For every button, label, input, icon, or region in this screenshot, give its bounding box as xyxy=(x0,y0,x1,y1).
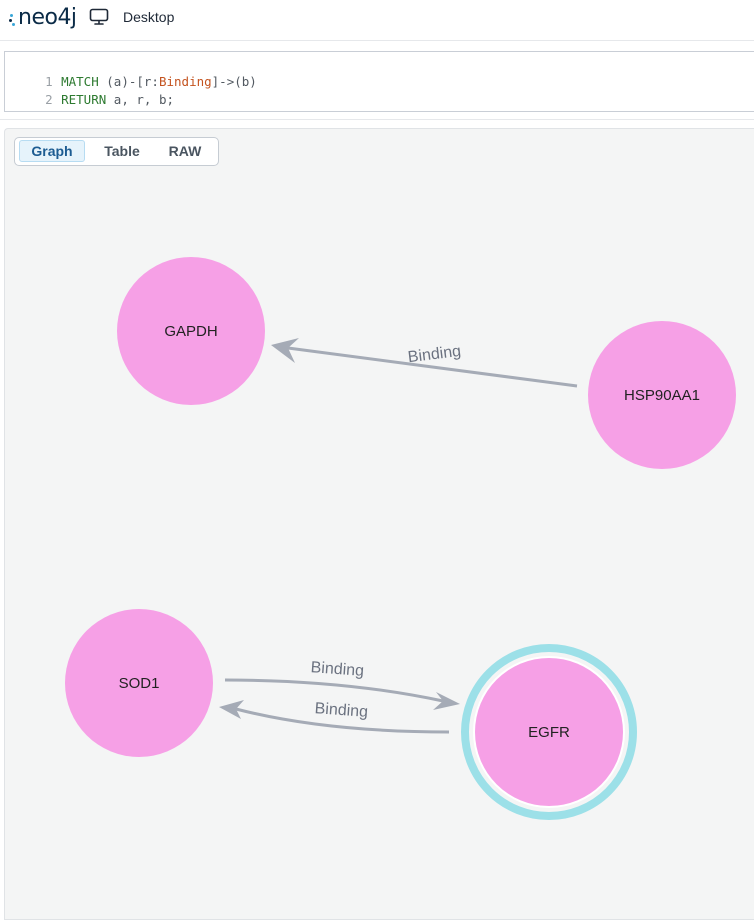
code-token: a, r, b; xyxy=(106,92,174,107)
code-token: RETURN xyxy=(61,92,107,107)
node-circle[interactable] xyxy=(475,658,623,806)
node-label: EGFR xyxy=(528,724,570,741)
line-number: 1 xyxy=(45,74,53,89)
node-label: HSP90AA1 xyxy=(624,387,700,404)
logo-dots-icon xyxy=(9,8,18,28)
relationship-line[interactable] xyxy=(287,346,578,388)
relationship-label: Binding xyxy=(310,659,364,680)
cypher-editor[interactable]: 1 MATCH (a)-[r:Binding]->(b) 2 RETURN a, r… xyxy=(4,51,754,112)
tab-graph[interactable]: Graph xyxy=(19,140,85,162)
node-circle[interactable] xyxy=(117,257,265,405)
relationship-line[interactable] xyxy=(235,707,450,734)
desktop-label[interactable]: Desktop xyxy=(123,9,175,25)
arrowhead-icon xyxy=(433,692,460,710)
desktop-icon[interactable] xyxy=(89,8,109,26)
node-selection-ring xyxy=(461,644,637,820)
node-egfr[interactable]: EGFR xyxy=(461,644,637,820)
neo4j-logo[interactable]: neo4j xyxy=(9,3,77,33)
graph-canvas[interactable]: BindingBindingBindingGAPDHHSP90AA1SOD1EG… xyxy=(5,129,754,919)
node-label: SOD1 xyxy=(119,675,160,692)
code-line: 2 RETURN a, r, b; xyxy=(15,73,174,107)
divider xyxy=(0,119,754,120)
relationship-egfr-sod1[interactable]: Binding xyxy=(219,700,450,734)
top-bar: neo4j Desktop xyxy=(0,0,754,41)
node-circle[interactable] xyxy=(588,321,736,469)
node-gapdh[interactable]: GAPDH xyxy=(117,257,265,405)
node-hsp90aa1[interactable]: HSP90AA1 xyxy=(588,321,736,469)
code-token: ]->(b) xyxy=(211,74,257,89)
relationship-line[interactable] xyxy=(224,678,444,703)
view-tabs: Graph Table RAW xyxy=(14,137,219,166)
node-sod1[interactable]: SOD1 xyxy=(65,609,213,757)
code-token: (a)-[r: xyxy=(98,74,159,89)
relationship-label: Binding xyxy=(407,343,462,366)
code-line: 1 MATCH (a)-[r:Binding]->(b) xyxy=(15,55,257,89)
relationship-label: Binding xyxy=(314,700,368,721)
relationship-sod1-egfr[interactable]: Binding xyxy=(224,659,460,710)
code-token: Binding xyxy=(158,74,212,89)
arrowhead-icon xyxy=(271,338,299,363)
node-label: GAPDH xyxy=(164,323,217,340)
relationship-hsp90aa1-gapdh[interactable]: Binding xyxy=(271,338,578,388)
tab-table[interactable]: Table xyxy=(104,143,140,159)
brand-name: neo4j xyxy=(18,5,77,30)
arrowhead-icon xyxy=(219,700,244,719)
line-number: 2 xyxy=(45,92,53,107)
code-token: MATCH xyxy=(61,74,99,89)
tab-raw[interactable]: RAW xyxy=(168,143,202,159)
node-circle[interactable] xyxy=(65,609,213,757)
